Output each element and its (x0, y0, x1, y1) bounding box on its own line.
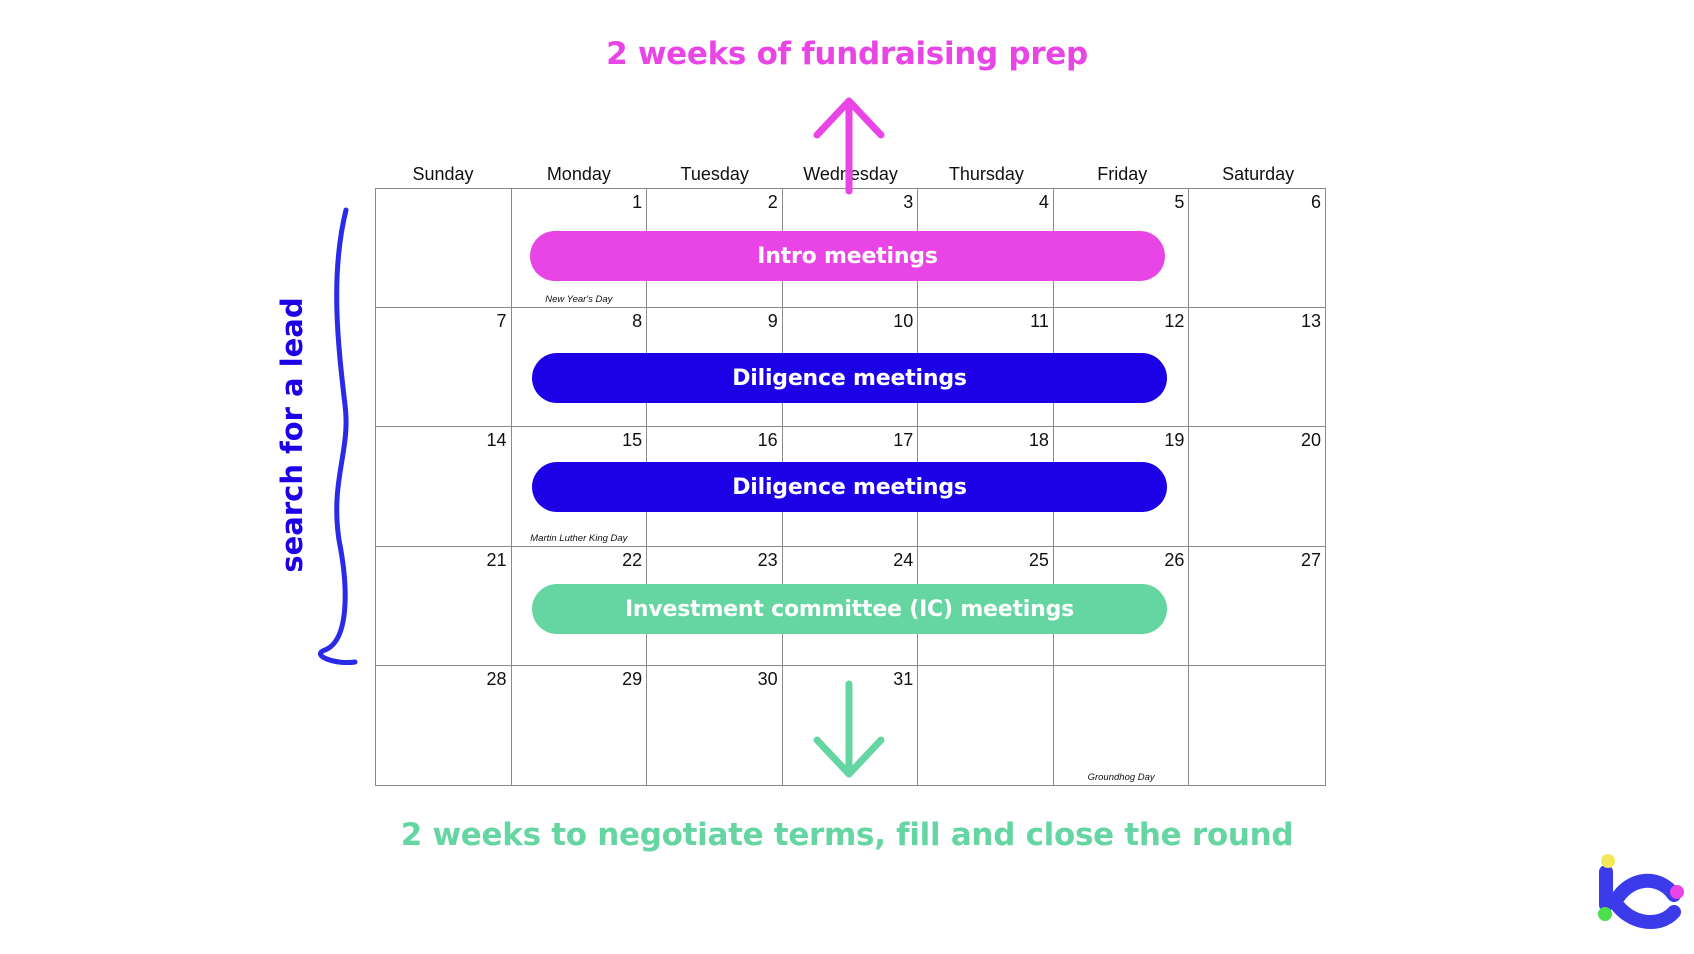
curly-bracket-icon (318, 207, 358, 666)
calendar-cell: 26 (1053, 546, 1190, 666)
calendar-cell: 30 (647, 665, 783, 785)
holiday-label: New Year's Day (545, 294, 613, 306)
calendar-cell: 28 (376, 665, 512, 785)
date-number: 31 (893, 668, 914, 689)
date-number: 6 (1310, 192, 1321, 212)
date-number: 20 (1300, 430, 1321, 451)
calendar-cell: 5 (1053, 189, 1190, 309)
weekday-saturday: Saturday (1222, 164, 1295, 184)
event-bar-label: Diligence meetings (732, 365, 967, 391)
date-number: 27 (1300, 549, 1321, 570)
date-number: 19 (1164, 430, 1185, 451)
calendar-cell: 7 (376, 308, 512, 428)
arrow-up-icon (813, 97, 885, 195)
date-number: 5 (1174, 192, 1185, 212)
date-number: 1 (632, 192, 643, 212)
calendar-cell (376, 189, 512, 309)
date-number: 4 (1038, 192, 1049, 212)
date-number: 30 (757, 668, 778, 689)
calendar-cell: 31 (783, 665, 919, 785)
calendar-cell: 29 (512, 665, 648, 785)
holiday-label: Groundhog Day (1087, 771, 1155, 783)
logo-icon (1598, 854, 1684, 929)
date-number: 22 (622, 549, 643, 570)
calendar-cell: Groundhog Day (1054, 665, 1190, 785)
date-number: 3 (903, 192, 914, 212)
event-bar-label: Intro meetings (757, 243, 938, 269)
date-number: 15 (622, 430, 643, 451)
calendar-cell (918, 665, 1054, 785)
date-number: 12 (1164, 311, 1185, 332)
event-bar-label: Diligence meetings (732, 474, 967, 500)
calendar-cell: 14 (376, 427, 512, 547)
weekday-thursday: Thursday (948, 164, 1024, 184)
date-number: 29 (622, 668, 643, 689)
date-number: 25 (1028, 549, 1049, 570)
date-number: 24 (893, 549, 914, 570)
event-bar-label: Investment committee (IC) meetings (624, 596, 1075, 622)
date-number: 2 (767, 192, 778, 212)
weekday-monday: Monday (546, 164, 611, 184)
top-caption: 2 weeks of fundraising prep (606, 36, 1088, 72)
date-number: 21 (486, 549, 507, 570)
date-number: 26 (1164, 549, 1185, 570)
weekday-friday: Friday (1097, 164, 1148, 184)
calendar-cell: 20 (1189, 427, 1325, 547)
date-number: 17 (893, 430, 914, 451)
arrow-down-icon (813, 680, 885, 778)
event-bar: Intro meetings (530, 231, 1165, 281)
date-number: 18 (1028, 430, 1049, 451)
calendar-cell: 12 (1053, 308, 1190, 428)
bottom-caption: 2 weeks to negotiate terms, fill and clo… (400, 817, 1294, 853)
date-number: 23 (757, 549, 778, 570)
date-number: 8 (632, 311, 643, 332)
calendar-cell: 21 (376, 546, 512, 666)
date-number: 28 (486, 668, 507, 689)
date-number: 13 (1300, 311, 1321, 332)
date-number: 7 (496, 311, 507, 332)
event-bar: Diligence meetings (532, 353, 1167, 403)
date-number: 9 (767, 311, 778, 332)
date-number: 11 (1030, 311, 1049, 332)
weekday-sunday: Sunday (412, 164, 474, 184)
date-number: 16 (757, 430, 778, 451)
holiday-label: Martin Luther King Day (530, 532, 628, 544)
event-bar: Diligence meetings (532, 462, 1167, 512)
calendar-cell: 19 (1053, 427, 1190, 547)
calendar-cell: 6 (1189, 189, 1325, 309)
date-number: 10 (893, 311, 914, 332)
calendar-cell: 13 (1189, 308, 1325, 428)
event-bar: Investment committee (IC) meetings (532, 584, 1167, 634)
calendar-cell: 27 (1189, 547, 1325, 666)
weekday-tuesday: Tuesday (680, 164, 749, 184)
date-number: 14 (486, 430, 507, 451)
